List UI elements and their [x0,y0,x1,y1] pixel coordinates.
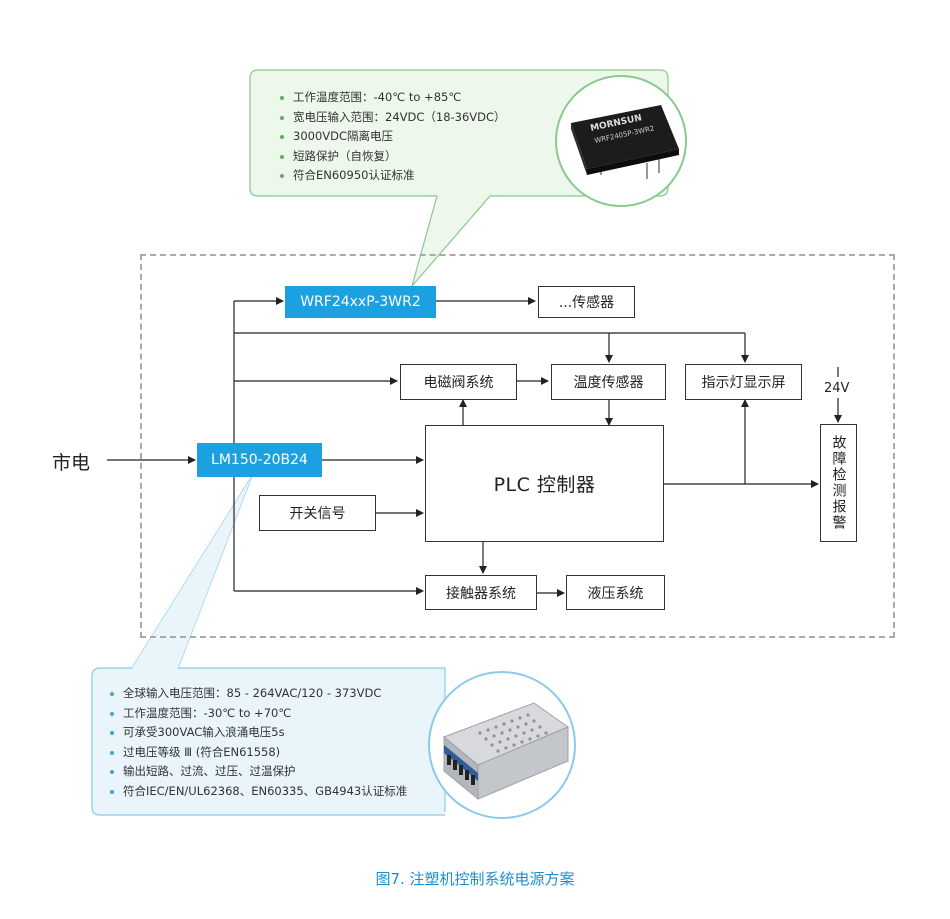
fault-alarm-block: 故障检测报警 [820,424,857,542]
wrf-spec-item: 宽电压输入范围：24VDC（18-36VDC） [278,108,506,128]
wrf-dc-converter-block: WRF24xxP-3WR2 [285,286,436,318]
solenoid-valve-block: 电磁阀系统 [400,364,517,400]
figure-caption: 图7. 注塑机控制系统电源方案 [375,870,575,888]
lm-spec-list: 全球输入电压范围：85 - 264VAC/120 - 373VDC 工作温度范围… [108,684,407,801]
wrf-chip-image: MORNSUN WRF2405P-3WR2 [571,105,679,179]
temperature-sensor-block: 温度传感器 [551,364,666,400]
hydraulic-block: 液压系统 [566,575,665,610]
lm-spec-item: 过电压等级 Ⅲ (符合EN61558) [108,743,407,763]
sensor-block: ...传感器 [538,286,635,318]
mains-label: 市电 [52,452,91,474]
wrf-spec-item: 符合EN60950认证标准 [278,166,506,186]
system-boundary [140,254,895,638]
lm-psu-image [443,702,570,801]
lm-psu-photo [428,671,576,819]
indicator-display-block: 指示灯显示屏 [685,364,802,400]
fault-alarm-label: 故障检测报警 [830,435,847,531]
wrf-spec-item: 工作温度范围：-40℃ to +85℃ [278,88,506,108]
wrf-spec-item: 3000VDC隔离电压 [278,127,506,147]
lm-spec-item: 输出短路、过流、过压、过温保护 [108,762,407,782]
contactor-block: 接触器系统 [425,575,537,610]
wrf-spec-item: 短路保护（自恢复） [278,147,506,167]
wrf-spec-list: 工作温度范围：-40℃ to +85℃ 宽电压输入范围：24VDC（18-36V… [278,88,506,186]
voltage-label: 24V [824,381,850,396]
lm-spec-item: 符合IEC/EN/UL62368、EN60335、GB4943认证标准 [108,782,407,802]
wrf-chip-photo: MORNSUN WRF2405P-3WR2 [555,75,687,207]
switch-signal-block: 开关信号 [259,495,376,531]
plc-controller-block: PLC 控制器 [425,425,664,542]
lm150-power-supply-block: LM150-20B24 [197,443,322,477]
lm-spec-item: 全球输入电压范围：85 - 264VAC/120 - 373VDC [108,684,407,704]
lm-spec-item: 工作温度范围：-30℃ to +70℃ [108,704,407,724]
lm-spec-item: 可承受300VAC输入浪涌电压5s [108,723,407,743]
